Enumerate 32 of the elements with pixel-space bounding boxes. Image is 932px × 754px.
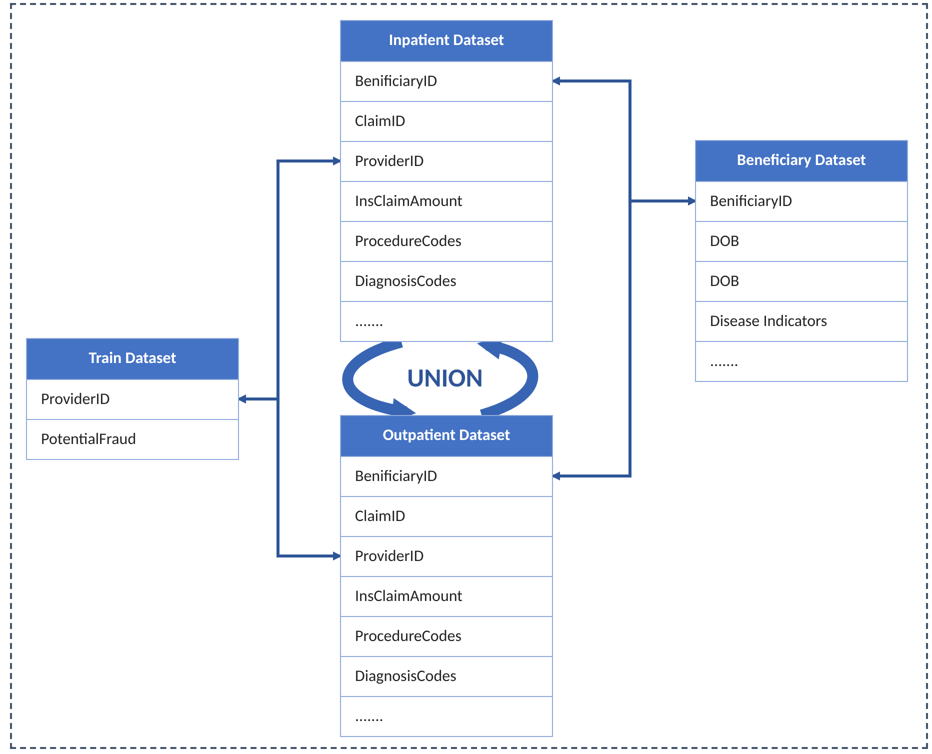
table-row: ProviderID xyxy=(341,536,552,576)
table-row: DiagnosisCodes xyxy=(341,656,552,696)
table-row: ProcedureCodes xyxy=(341,221,552,261)
table-header: Outpatient Dataset xyxy=(341,416,552,456)
table-row: BenificiaryID xyxy=(696,181,907,221)
table-row: ClaimID xyxy=(341,496,552,536)
connector-arrow xyxy=(237,394,342,560)
table-header: Inpatient Dataset xyxy=(341,21,552,61)
table-row: InsClaimAmount xyxy=(341,181,552,221)
table-row: DOB xyxy=(696,261,907,301)
table-row: InsClaimAmount xyxy=(341,576,552,616)
table-row: ClaimID xyxy=(341,101,552,141)
table-row: DOB xyxy=(696,221,907,261)
table-card xyxy=(695,140,908,382)
table-row: DiagnosisCodes xyxy=(341,261,552,301)
table-row: ....... xyxy=(341,301,552,341)
table-row: BenificiaryID xyxy=(341,456,552,496)
table-row: Disease Indicators xyxy=(696,301,907,341)
table-card xyxy=(340,20,553,342)
table-card xyxy=(340,415,553,737)
table-card xyxy=(26,338,239,460)
union-label: UNION xyxy=(407,360,483,396)
table-header: Beneficiary Dataset xyxy=(696,141,907,181)
connector-arrow xyxy=(551,196,697,480)
table-row: PotentialFraud xyxy=(27,419,238,459)
table-row: BenificiaryID xyxy=(341,61,552,101)
table-row: ....... xyxy=(696,341,907,381)
table-header: Train Dataset xyxy=(27,339,238,379)
table-row: ProcedureCodes xyxy=(341,616,552,656)
table-row: ProviderID xyxy=(27,379,238,419)
table-row: ....... xyxy=(341,696,552,736)
table-row: ProviderID xyxy=(341,141,552,181)
